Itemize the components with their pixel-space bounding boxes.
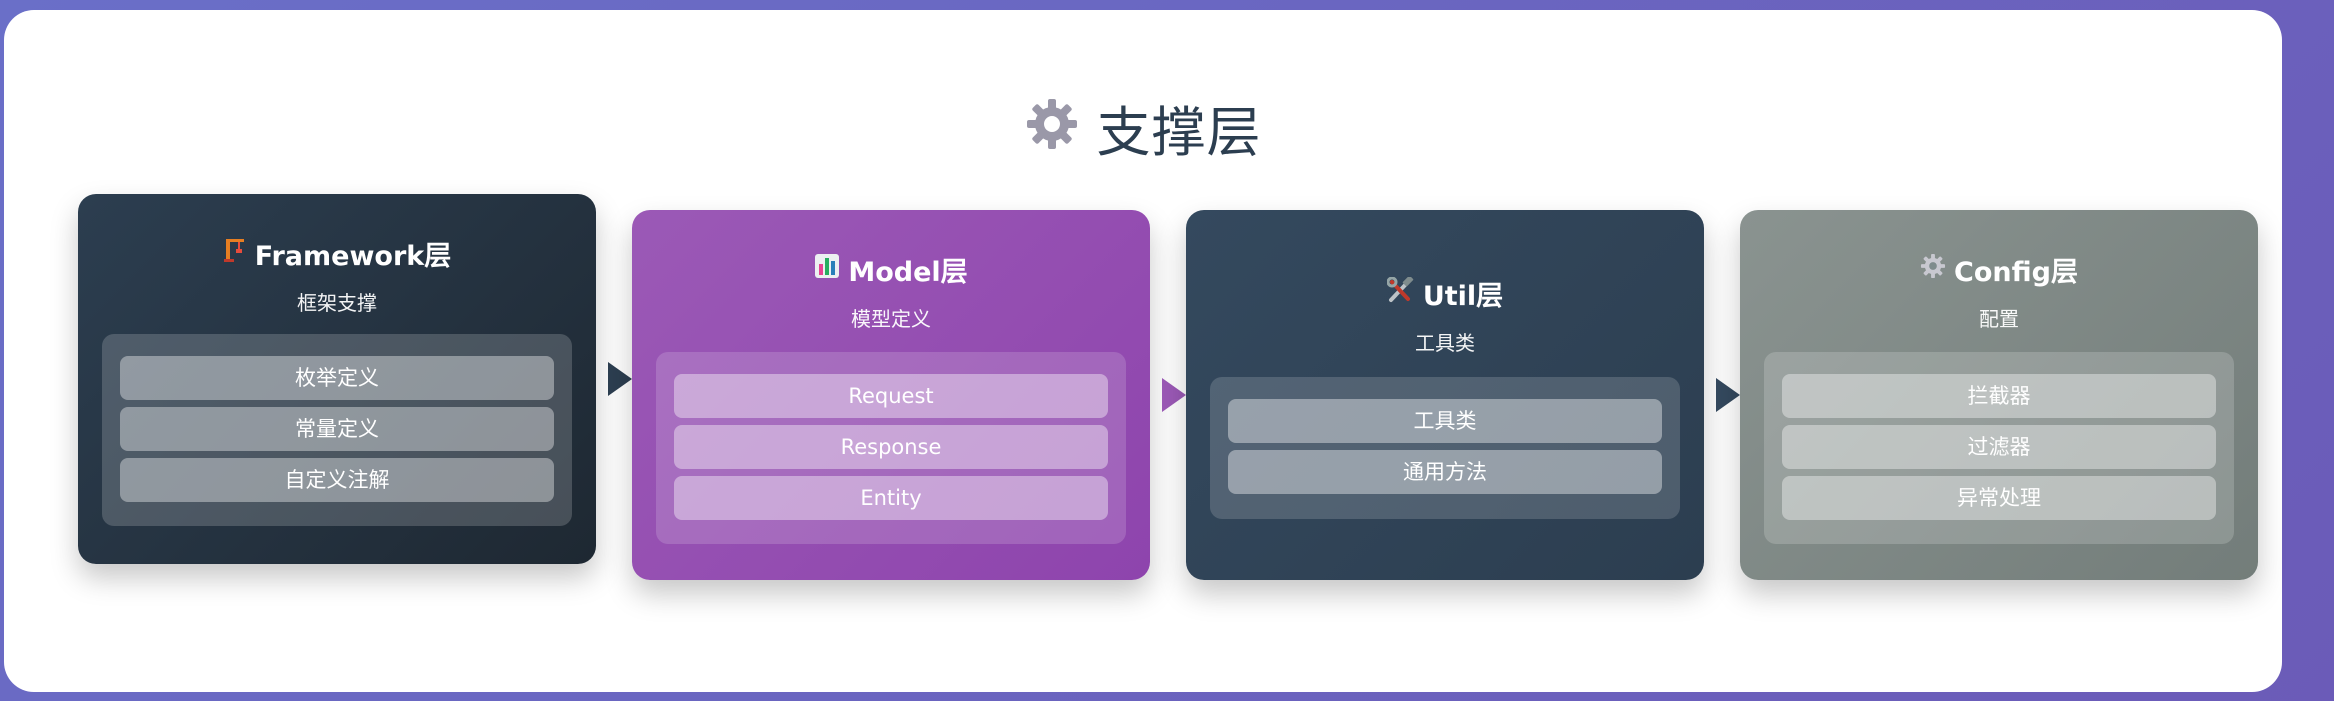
config-layer-card: Config层 配置 拦截器 过滤器 异常处理 <box>1740 210 2258 580</box>
page-title-text: 支撑层 <box>1096 101 1262 164</box>
framework-item-constant: 常量定义 <box>120 407 554 451</box>
model-card-header: Model层 模型定义 <box>632 210 1150 332</box>
config-item-exception-handling: 异常处理 <box>1782 476 2216 520</box>
gear-icon <box>1025 97 1079 164</box>
model-card-subtitle: 模型定义 <box>851 307 931 331</box>
config-card-header: Config层 配置 <box>1740 210 2258 332</box>
framework-item-enum: 枚举定义 <box>120 356 554 400</box>
arrow-framework-to-model <box>608 362 632 396</box>
model-layer-card: Model层 模型定义 Request Response Entity <box>632 210 1150 580</box>
util-item-common-methods: 通用方法 <box>1228 450 1662 494</box>
framework-layer-card: Framework层 框架支撑 枚举定义 常量定义 自定义注解 <box>78 194 596 564</box>
model-item-response: Response <box>674 425 1108 469</box>
construction-crane-icon <box>223 237 247 270</box>
config-card-subtitle: 配置 <box>1979 307 2019 331</box>
util-item-tools: 工具类 <box>1228 399 1662 443</box>
bar-chart-icon <box>814 253 840 286</box>
hammer-wrench-icon <box>1386 275 1415 310</box>
model-items-container: Request Response Entity <box>656 352 1126 544</box>
arrow-model-to-util <box>1162 378 1186 412</box>
gear-icon <box>1920 253 1946 286</box>
arrow-util-to-config <box>1716 378 1740 412</box>
util-card-header: Util层 工具类 <box>1186 210 1704 356</box>
framework-card-title: Framework层 <box>78 234 596 273</box>
util-card-title-text: Util层 <box>1422 281 1504 312</box>
page-title: 支撑层 <box>4 88 2282 170</box>
config-item-filter: 过滤器 <box>1782 425 2216 469</box>
framework-items-container: 枚举定义 常量定义 自定义注解 <box>102 334 572 526</box>
config-item-interceptor: 拦截器 <box>1782 374 2216 418</box>
framework-card-title-text: Framework层 <box>254 241 452 272</box>
util-items-container: 工具类 通用方法 <box>1210 377 1680 519</box>
framework-card-subtitle: 框架支撑 <box>297 291 377 315</box>
framework-item-annotation: 自定义注解 <box>120 458 554 502</box>
config-card-title-text: Config层 <box>1954 257 2078 288</box>
model-card-title: Model层 <box>632 250 1150 289</box>
diagram-panel: 支撑层 Framework层 框架支撑 枚举定义 常量定义 <box>4 10 2282 692</box>
util-card-title: Util层 <box>1186 274 1704 313</box>
config-card-title: Config层 <box>1740 250 2258 289</box>
config-items-container: 拦截器 过滤器 异常处理 <box>1764 352 2234 544</box>
util-layer-card: Util层 工具类 工具类 通用方法 <box>1186 210 1704 580</box>
util-card-subtitle: 工具类 <box>1415 331 1475 355</box>
model-card-title-text: Model层 <box>848 257 968 288</box>
framework-card-header: Framework层 框架支撑 <box>78 194 596 316</box>
model-item-request: Request <box>674 374 1108 418</box>
model-item-entity: Entity <box>674 476 1108 520</box>
